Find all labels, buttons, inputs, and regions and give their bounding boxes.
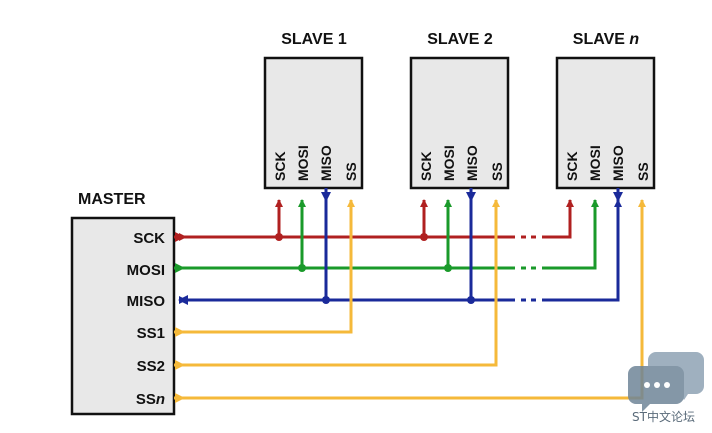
slave-n-pin-sck: SCK [564, 151, 580, 181]
miso-line [179, 188, 622, 304]
miso-arrow-slave-2 [466, 192, 476, 202]
miso-junction [322, 296, 330, 304]
master-pin-ss2: SS2 [137, 358, 165, 375]
master-pin-ssn: SSn [136, 391, 165, 408]
sck-junction [420, 233, 428, 241]
chat-bubble-icon [628, 352, 704, 412]
slave-1-pin-sck: SCK [272, 151, 288, 181]
ss1-arrow-master [175, 327, 185, 337]
sck-junction [275, 233, 283, 241]
master-pin-sck: SCK [133, 230, 165, 247]
watermark-text: ST中文论坛 [632, 410, 695, 424]
miso-arrow-slave-1 [321, 192, 331, 202]
miso-junction [467, 296, 475, 304]
master-title: MASTER [78, 191, 146, 208]
master-pin-miso: MISO [127, 293, 166, 310]
mosi-arrow-master [175, 263, 185, 273]
slave-2-title: SLAVE 2 [427, 31, 493, 48]
slave-1-box [263, 56, 364, 190]
mosi-junction [444, 264, 452, 272]
master-pin-ssn-base: SS [136, 391, 156, 408]
sck-line [174, 199, 574, 241]
slave-2-pin-sck: SCK [418, 151, 434, 181]
slave-n-box [555, 56, 656, 190]
slave-n-pin-mosi: MOSI [587, 145, 603, 181]
slave-2-pin-mosi: MOSI [441, 145, 457, 181]
sck-arrow-master [175, 232, 185, 242]
master-pin-ssn-suffix: n [156, 391, 165, 408]
slave-2-pin-ss: SS [489, 162, 505, 181]
slave-1-pin-mosi: MOSI [295, 145, 311, 181]
ss2-arrow-master [175, 360, 185, 370]
master-box [70, 216, 176, 416]
ssn-arrow-master [175, 393, 185, 403]
slave-2-box [409, 56, 510, 190]
slave-n-pin-miso: MISO [610, 145, 626, 181]
master-pin-ss1: SS1 [137, 325, 165, 342]
mosi-junction [298, 264, 306, 272]
master-pin-mosi: MOSI [127, 262, 165, 279]
slave-1-pin-miso: MISO [318, 145, 334, 181]
slave-1-title: SLAVE 1 [281, 31, 347, 48]
slave-1-pin-ss: SS [343, 162, 359, 181]
mosi-line [174, 199, 599, 270]
slave-2-pin-miso: MISO [464, 145, 480, 181]
miso-arrow-head [178, 295, 188, 305]
slave-n-pin-ss: SS [635, 162, 651, 181]
miso-arrow-slave-n [613, 192, 623, 202]
slave-n-title: SLAVE n [573, 31, 640, 48]
